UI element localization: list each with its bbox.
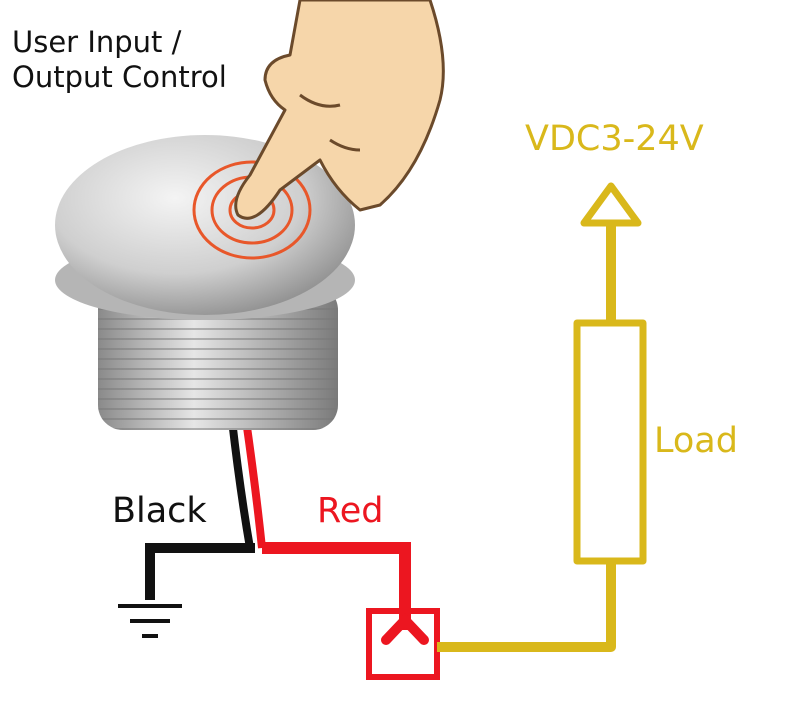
hand-pointer-icon xyxy=(234,0,445,220)
load-label: Load xyxy=(654,421,738,461)
supply-arrow-icon xyxy=(580,182,642,227)
red-wire-label: Red xyxy=(317,491,384,531)
supply-circuit xyxy=(437,182,647,652)
piezo-switch-image xyxy=(55,135,355,430)
black-wire-ground xyxy=(145,543,255,600)
switch-leads xyxy=(228,419,266,549)
user-io-label-line2: Output Control xyxy=(12,60,227,94)
black-wire-label: Black xyxy=(112,491,207,531)
ground-icon xyxy=(118,604,182,638)
red-wire xyxy=(262,542,411,630)
switch-contact-symbol xyxy=(366,608,440,680)
user-io-label-line1: User Input / xyxy=(12,25,182,59)
supply-voltage-label: VDC3-24V xyxy=(525,119,704,159)
